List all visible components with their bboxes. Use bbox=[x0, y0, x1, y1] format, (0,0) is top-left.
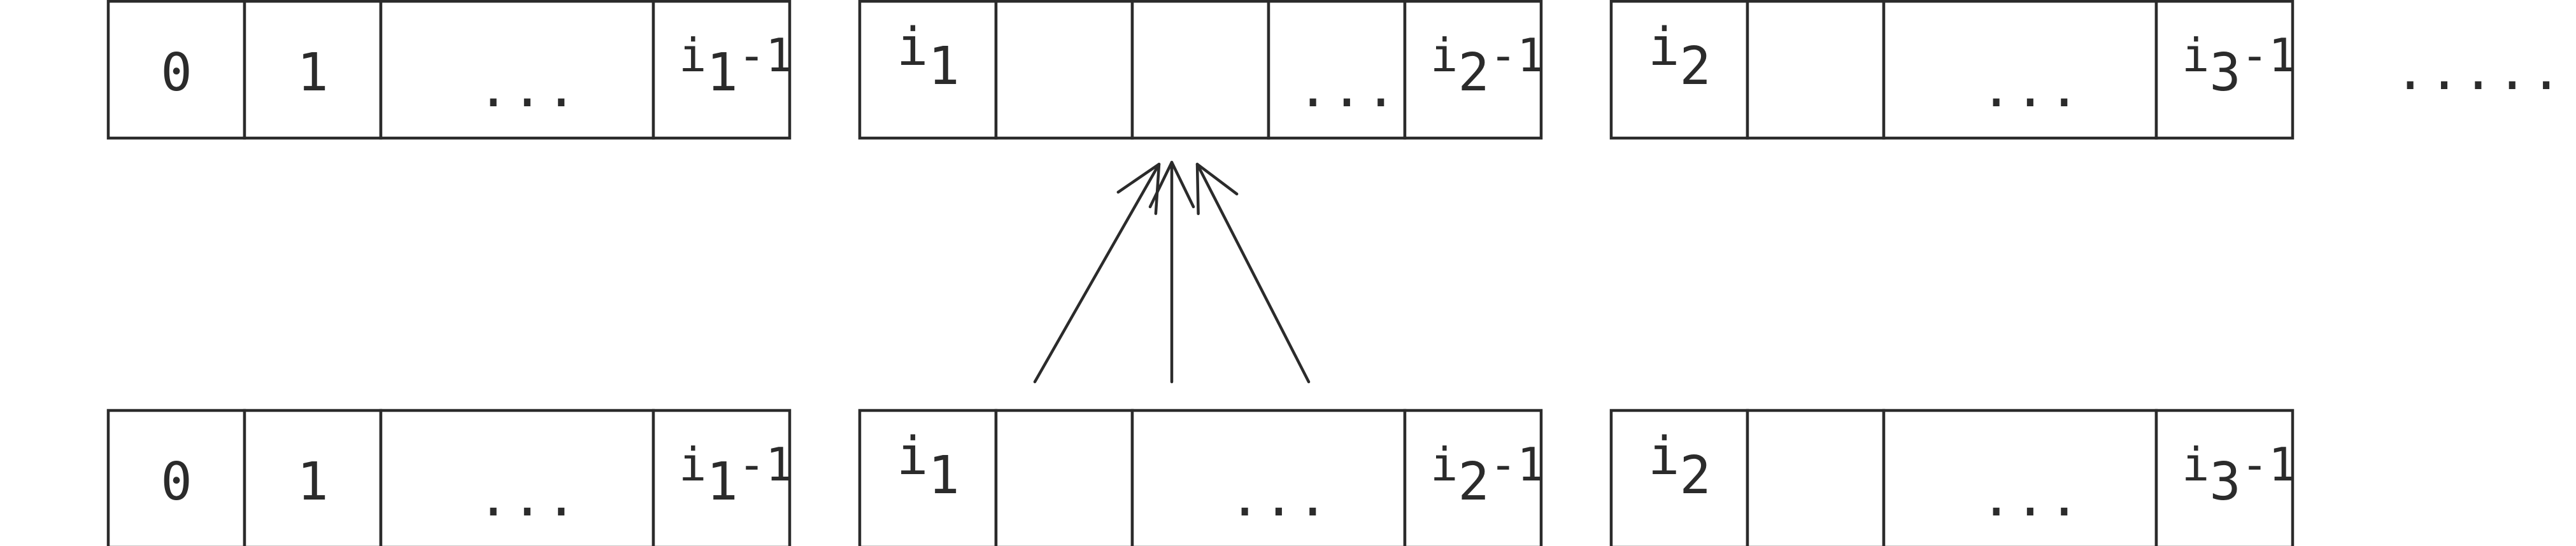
array-cell bbox=[1609, 0, 1749, 140]
cell-label-subscript: 3 bbox=[2209, 452, 2240, 512]
cell-label-subscript: 1 bbox=[928, 36, 959, 97]
top-group-2: i1...i2-1 bbox=[858, 0, 1544, 140]
array-cell bbox=[379, 409, 655, 546]
array-cell bbox=[994, 0, 1134, 140]
array-cell bbox=[651, 409, 792, 546]
cell-label: i3-1 bbox=[2182, 438, 2296, 512]
cell-label-suffix: -1 bbox=[738, 438, 793, 491]
array-cell bbox=[651, 0, 792, 140]
cell-label: i1 bbox=[897, 426, 960, 506]
cell-label: i2-1 bbox=[1430, 438, 1544, 512]
array-cell bbox=[1130, 409, 1407, 546]
bottom-group-2: i1...i2-1 bbox=[858, 409, 1544, 546]
cell-label-subscript: 1 bbox=[706, 43, 737, 103]
cell-label: i2-1 bbox=[1430, 29, 1544, 103]
cell-label-main: i bbox=[1430, 29, 1458, 82]
arrow bbox=[1033, 162, 1161, 384]
bottom-group-3: i2...i3-1 bbox=[1609, 409, 2296, 546]
cell-ellipsis: ... bbox=[1229, 468, 1331, 528]
arrowhead bbox=[1148, 160, 1195, 209]
array-cell bbox=[1746, 0, 1886, 140]
cell-label: i1-1 bbox=[679, 438, 793, 512]
cell-label-subscript: 2 bbox=[1679, 36, 1711, 97]
cell-label-subscript: 1 bbox=[928, 445, 959, 506]
cell-label-main: i bbox=[897, 17, 928, 78]
array-cell bbox=[106, 409, 246, 546]
arrow bbox=[1195, 162, 1311, 384]
cell-label-main: 1 bbox=[297, 452, 328, 512]
cell-label-main: i bbox=[2182, 29, 2209, 82]
cell-ellipsis: ... bbox=[1981, 468, 2082, 528]
cell-label: i3-1 bbox=[2182, 29, 2296, 103]
cell-label-main: 0 bbox=[160, 452, 192, 512]
cell-ellipsis: ... bbox=[478, 468, 580, 528]
cell-ellipsis: ... bbox=[1297, 59, 1399, 119]
arrowhead bbox=[1116, 162, 1161, 215]
cell-label-main: i bbox=[1430, 438, 1458, 491]
trailing-ellipsis: ...... bbox=[2395, 41, 2576, 102]
arrow bbox=[1148, 160, 1195, 384]
cell-label-main: i bbox=[897, 426, 928, 487]
array-cell bbox=[1403, 409, 1543, 546]
cell-label-main: i bbox=[679, 29, 706, 82]
array-cell bbox=[106, 0, 246, 140]
array-cell bbox=[243, 0, 383, 140]
cell-label: 1 bbox=[297, 43, 328, 103]
cell-label-main: 1 bbox=[297, 43, 328, 103]
cell-label-main: i bbox=[2182, 438, 2209, 491]
cell-label-suffix: -1 bbox=[1490, 438, 1545, 491]
cell-label: 0 bbox=[160, 43, 192, 103]
cell-label-suffix: -1 bbox=[2241, 29, 2296, 82]
cell-label-subscript: 2 bbox=[1458, 452, 1489, 512]
cell-label-main: i bbox=[679, 438, 706, 491]
array-cell bbox=[1403, 0, 1543, 140]
cell-label-main: 0 bbox=[160, 43, 192, 103]
cell-ellipsis: ... bbox=[1981, 59, 2082, 119]
cell-label-suffix: -1 bbox=[2241, 438, 2296, 491]
cell-label-main: i bbox=[1648, 426, 1679, 487]
array-cell bbox=[2154, 409, 2295, 546]
array-cell bbox=[2154, 0, 2295, 140]
cell-label-subscript: 2 bbox=[1458, 43, 1489, 103]
cell-label: i1 bbox=[897, 17, 960, 97]
arrows-layer bbox=[1033, 160, 1311, 384]
array-cell bbox=[1746, 409, 1886, 546]
cell-label-subscript: 1 bbox=[706, 452, 737, 512]
array-cell bbox=[994, 409, 1134, 546]
array-cell bbox=[1267, 0, 1407, 140]
cell-label-main: i bbox=[1648, 17, 1679, 78]
cell-label-suffix: -1 bbox=[738, 29, 793, 82]
array-cell bbox=[858, 0, 998, 140]
arrowhead bbox=[1195, 162, 1239, 216]
cell-label: 1 bbox=[297, 452, 328, 512]
cell-label: i1-1 bbox=[679, 29, 793, 103]
cell-label-subscript: 3 bbox=[2209, 43, 2240, 103]
array-cell bbox=[379, 0, 655, 140]
cell-label: i2 bbox=[1648, 426, 1711, 506]
cell-label-suffix: -1 bbox=[1490, 29, 1545, 82]
cell-ellipsis: ... bbox=[478, 59, 580, 119]
cell-label: i2 bbox=[1648, 17, 1711, 97]
array-cell bbox=[1130, 0, 1270, 140]
cell-label-subscript: 2 bbox=[1679, 445, 1711, 506]
cell-label: 0 bbox=[160, 452, 192, 512]
top-group-3: i2...i3-1 bbox=[1609, 0, 2296, 140]
